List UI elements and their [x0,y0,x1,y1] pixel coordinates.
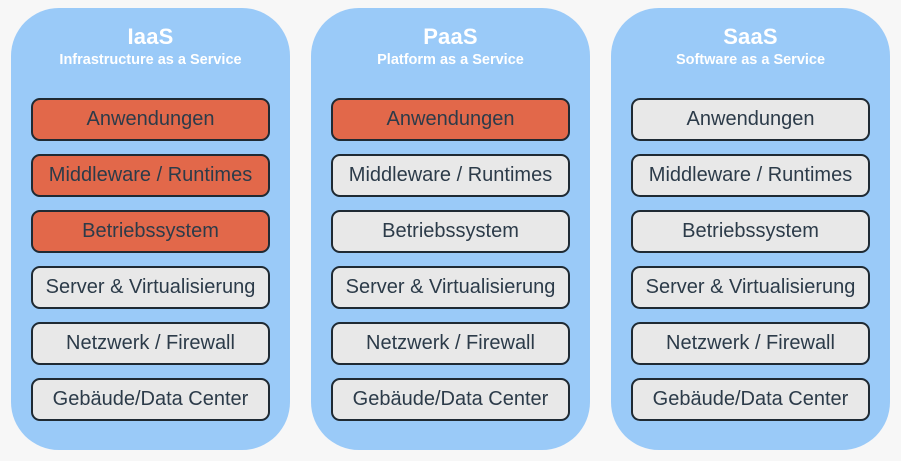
column-subtitle: Software as a Service [675,52,826,69]
layer-label: Server & Virtualisierung [45,276,256,299]
layer-box-anwendungen: Anwendungen [631,98,870,142]
layer-box-server: Server & Virtualisierung [331,266,570,310]
layer-box-server: Server & Virtualisierung [31,266,270,310]
service-model-column-paas: PaaS Platform as a Service Anwendungen M… [311,8,590,450]
layer-label: Anwendungen [386,108,515,131]
layer-label: Netzwerk / Firewall [366,332,535,355]
column-subtitle: Infrastructure as a Service [59,52,242,69]
layer-label: Betriebssystem [82,220,219,243]
layer-box-server: Server & Virtualisierung [631,266,870,310]
layer-label: Netzwerk / Firewall [66,332,235,355]
layer-box-netzwerk: Netzwerk / Firewall [331,322,570,366]
layer-label: Betriebssystem [382,220,519,243]
layer-box-middleware: Middleware / Runtimes [631,154,870,198]
layer-box-anwendungen: Anwendungen [31,98,270,142]
layer-box-betriebssystem: Betriebssystem [31,210,270,254]
layer-box-betriebssystem: Betriebssystem [631,210,870,254]
layer-box-gebaeude: Gebäude/Data Center [331,378,570,422]
layer-box-middleware: Middleware / Runtimes [331,154,570,198]
column-title: PaaS [423,24,478,49]
layer-box-gebaeude: Gebäude/Data Center [31,378,270,422]
layer-label: Server & Virtualisierung [345,276,556,299]
layer-stack: Anwendungen Middleware / Runtimes Betrie… [311,77,590,422]
layer-label: Middleware / Runtimes [648,164,853,187]
layer-label: Gebäude/Data Center [52,388,249,411]
service-model-column-iaas: IaaS Infrastructure as a Service Anwendu… [11,8,290,450]
layer-box-netzwerk: Netzwerk / Firewall [631,322,870,366]
layer-box-middleware: Middleware / Runtimes [31,154,270,198]
column-title: SaaS [723,24,778,49]
layer-label: Netzwerk / Firewall [666,332,835,355]
layer-label: Middleware / Runtimes [348,164,553,187]
column-header: IaaS Infrastructure as a Service [11,24,290,69]
layer-stack: Anwendungen Middleware / Runtimes Betrie… [11,77,290,422]
column-header: SaaS Software as a Service [611,24,890,69]
service-model-column-saas: SaaS Software as a Service Anwendungen M… [611,8,890,450]
layer-label: Betriebssystem [682,220,819,243]
layer-box-netzwerk: Netzwerk / Firewall [31,322,270,366]
layer-label: Gebäude/Data Center [652,388,849,411]
layer-box-betriebssystem: Betriebssystem [331,210,570,254]
layer-label: Middleware / Runtimes [48,164,253,187]
column-title: IaaS [127,24,174,49]
layer-stack: Anwendungen Middleware / Runtimes Betrie… [611,77,890,422]
layer-label: Anwendungen [686,108,815,131]
column-header: PaaS Platform as a Service [311,24,590,69]
layer-label: Server & Virtualisierung [645,276,856,299]
layer-box-gebaeude: Gebäude/Data Center [631,378,870,422]
layer-label: Anwendungen [86,108,215,131]
layer-label: Gebäude/Data Center [352,388,549,411]
layer-box-anwendungen: Anwendungen [331,98,570,142]
column-subtitle: Platform as a Service [377,52,524,69]
